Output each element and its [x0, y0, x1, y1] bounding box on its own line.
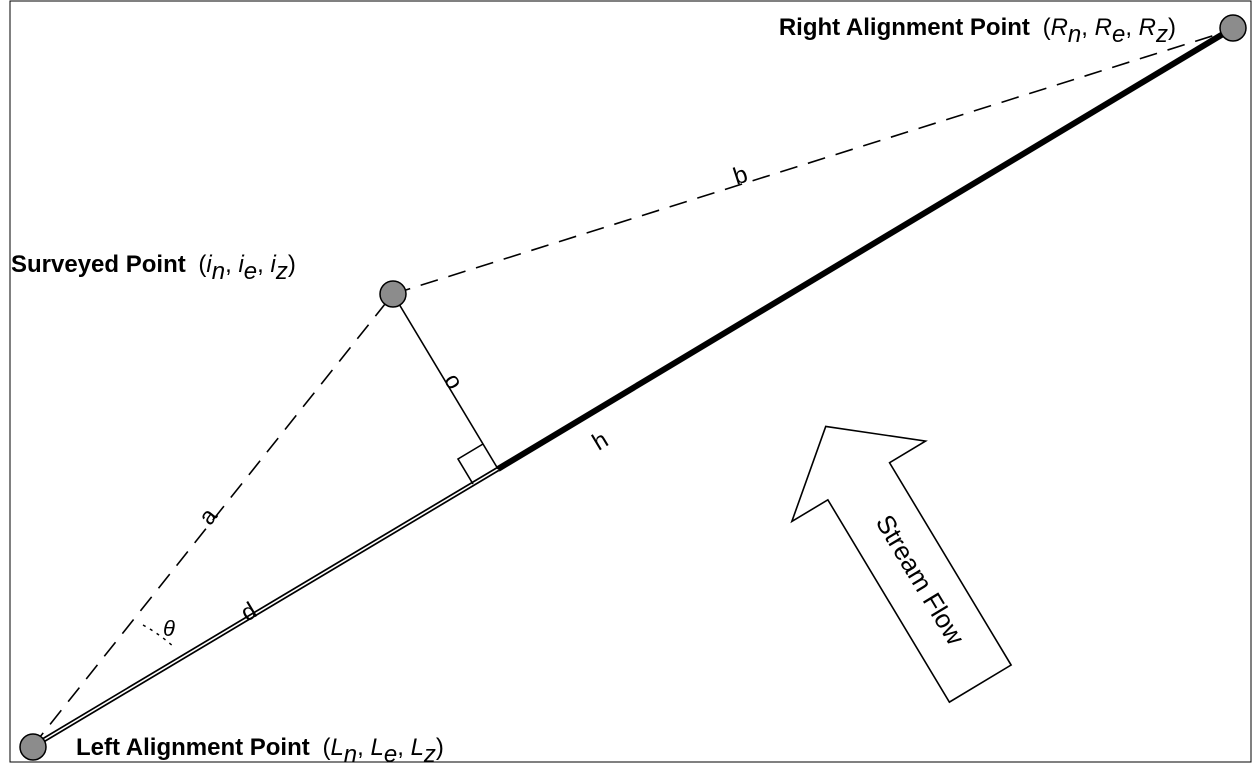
right-alignment-point-label: Right Alignment Point (Rn, Re, Rz): [779, 14, 1176, 48]
surveyed-point-close: ): [288, 251, 296, 278]
alignment-line-d-inner: [31, 468, 499, 748]
left-point-title: Left Alignment Point: [76, 734, 310, 761]
surveyed-point-s1: n: [212, 258, 225, 285]
right-point-c1: R: [1051, 14, 1068, 41]
frame-border: [9, 0, 1252, 763]
left-point-close: ): [436, 734, 444, 761]
right-point-title: Right Alignment Point: [779, 14, 1030, 41]
stream-flow-arrow-shape: [790, 425, 1013, 704]
surveyed-point-c3: i: [270, 251, 276, 278]
theta-arc: [142, 624, 176, 649]
surveyed-point-s2: e: [244, 258, 257, 285]
segment-label-a: a: [193, 502, 223, 530]
right-point-s1: n: [1068, 21, 1081, 48]
surveyed-point-open: (: [198, 251, 206, 278]
dashed-line-a: [31, 293, 394, 748]
dashed-line-b: [392, 30, 1229, 295]
left-point-sep2: ,: [397, 734, 410, 761]
surveyed-point-c1: i: [206, 251, 212, 278]
segment-label-o: o: [438, 369, 468, 394]
surveyed-point-s3: z: [275, 258, 288, 285]
left-point-c3: L: [411, 734, 424, 761]
right-angle-marker: [456, 443, 484, 485]
alignment-line-h: [496, 28, 1230, 472]
right-point-c3: R: [1139, 14, 1156, 41]
left-point-s1: n: [344, 741, 357, 768]
stream-flow-arrow: Stream Flow: [790, 425, 1013, 704]
right-alignment-point-marker: [1219, 14, 1247, 42]
right-point-sep2: ,: [1125, 14, 1138, 41]
left-point-open: (: [322, 734, 330, 761]
right-point-close: ): [1168, 14, 1176, 41]
left-point-s2: e: [384, 741, 397, 768]
left-point-s3: z: [423, 741, 436, 768]
left-alignment-point-label: Left Alignment Point (Ln, Le, Lz): [76, 734, 444, 768]
angle-label-theta: θ: [163, 616, 175, 641]
right-point-sep1: ,: [1081, 14, 1094, 41]
right-point-open: (: [1043, 14, 1051, 41]
surveyed-point-c2: i: [238, 251, 244, 278]
surveyed-point-marker: [379, 280, 407, 308]
perpendicular-line-o: [392, 293, 499, 470]
left-point-c2: L: [371, 734, 384, 761]
left-point-sep1: ,: [357, 734, 370, 761]
segment-label-h: h: [588, 426, 613, 456]
right-point-s2: e: [1112, 21, 1125, 48]
left-point-c1: L: [330, 734, 343, 761]
surveyed-point-sep2: ,: [257, 251, 270, 278]
left-alignment-point-marker: [19, 733, 47, 761]
surveyed-point-label: Surveyed Point (in, ie, iz): [11, 251, 296, 285]
right-point-s3: z: [1155, 21, 1168, 48]
surveyed-point-title: Surveyed Point: [11, 251, 186, 278]
surveyed-point-sep1: ,: [225, 251, 238, 278]
right-point-c2: R: [1095, 14, 1112, 41]
